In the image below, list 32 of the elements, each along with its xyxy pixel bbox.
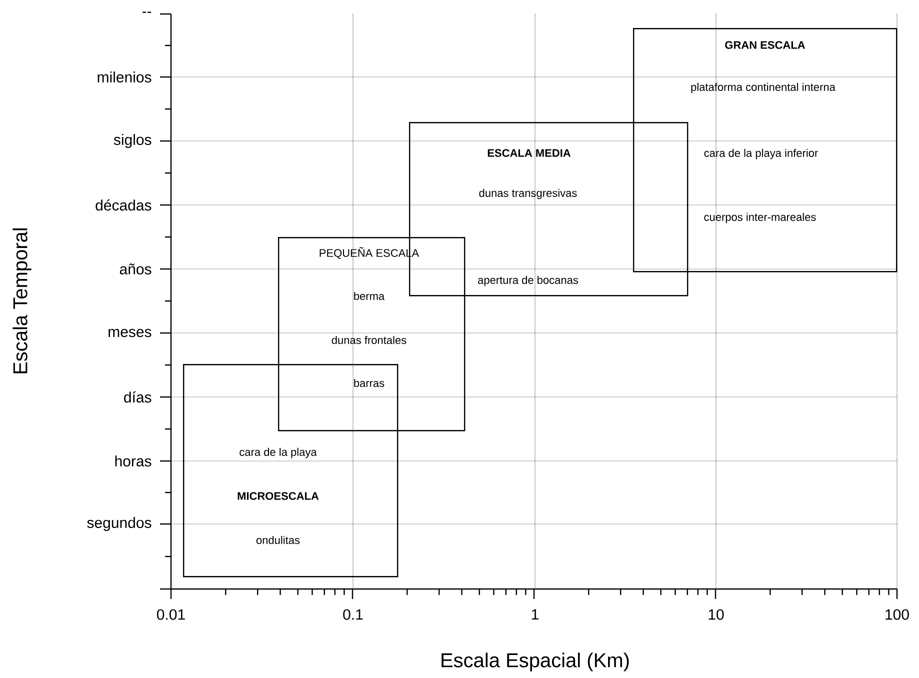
tick-label: siglos: [114, 134, 152, 148]
feature-label: berma: [354, 292, 385, 300]
feature-label: dunas transgresivas: [479, 188, 577, 200]
tick-label: horas: [115, 456, 152, 466]
tick-label: 100: [886, 609, 909, 620]
feature-label: dunas frontales: [332, 336, 406, 344]
feature-label: cara de la playa inferior: [704, 148, 818, 160]
scale-box: [278, 237, 466, 432]
tick-label: días: [124, 391, 152, 403]
scale-box: [183, 364, 398, 578]
tick-label: años: [120, 264, 152, 274]
tick-label: 10: [708, 609, 724, 620]
scale-box: [633, 28, 898, 272]
feature-label: plataforma continental interna: [691, 82, 836, 94]
feature-label: ondulitas: [256, 536, 300, 544]
feature-label: cuerpos inter-mareales: [704, 212, 816, 224]
tick-label: 1: [532, 609, 538, 620]
tick-label: segundos: [87, 517, 152, 531]
feature-label: barras: [354, 378, 384, 388]
scale-heading: GRAN ESCALA: [725, 41, 806, 49]
tick-label: décadas: [96, 199, 152, 211]
axis-title: Escala Temporal: [12, 228, 32, 374]
scale-heading: ESCALA MEDIA: [488, 149, 571, 157]
scale-heading: MICROESCALA: [238, 492, 319, 500]
tick-label: --: [142, 12, 152, 13]
tick-label: milenios: [98, 72, 152, 82]
tick-label: 0.1: [343, 609, 363, 620]
scale-heading: cara de la playa: [240, 448, 317, 458]
tick-label: meses: [108, 328, 152, 338]
feature-label: apertura de bocanas: [478, 276, 578, 286]
axis-title: Escala Espacial (Km): [442, 652, 629, 672]
tick-label: 0.01: [156, 609, 185, 620]
